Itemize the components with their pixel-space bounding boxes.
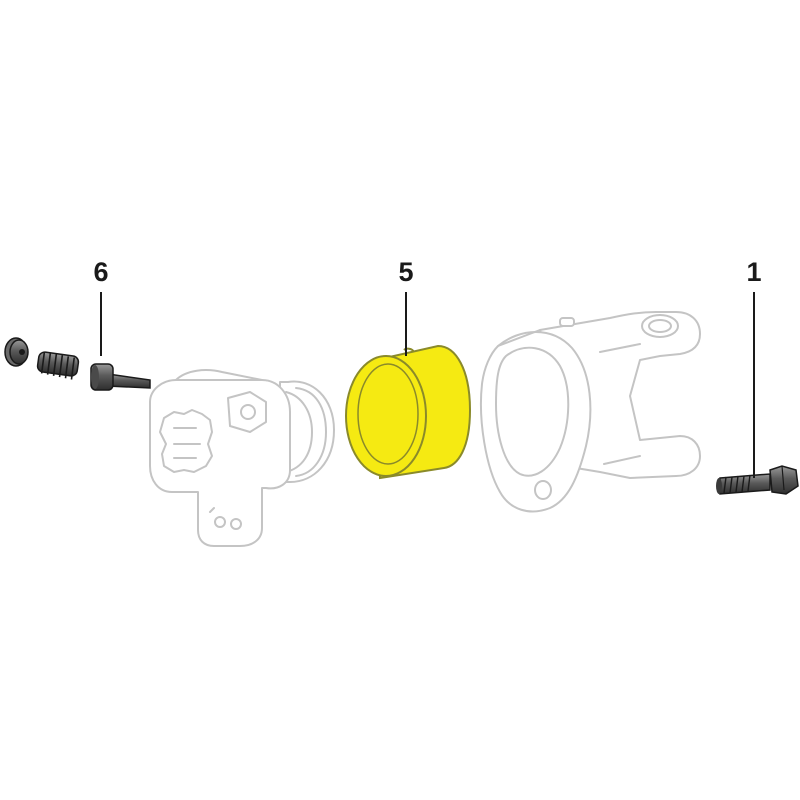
- detent-pin-assembly: [4, 337, 151, 391]
- splined-yoke-outline: [149, 369, 335, 547]
- callout-label-5: 5: [398, 257, 413, 287]
- detent-spring: [36, 351, 80, 380]
- detent-cap: [4, 337, 29, 367]
- bearing-sleeve-highlighted: [345, 344, 472, 480]
- callout-label-1: 1: [746, 257, 761, 287]
- hex-bolt: [716, 465, 799, 495]
- detent-pin: [90, 363, 151, 391]
- callout-label-6: 6: [93, 257, 108, 287]
- fork-yoke-outline: [479, 311, 701, 513]
